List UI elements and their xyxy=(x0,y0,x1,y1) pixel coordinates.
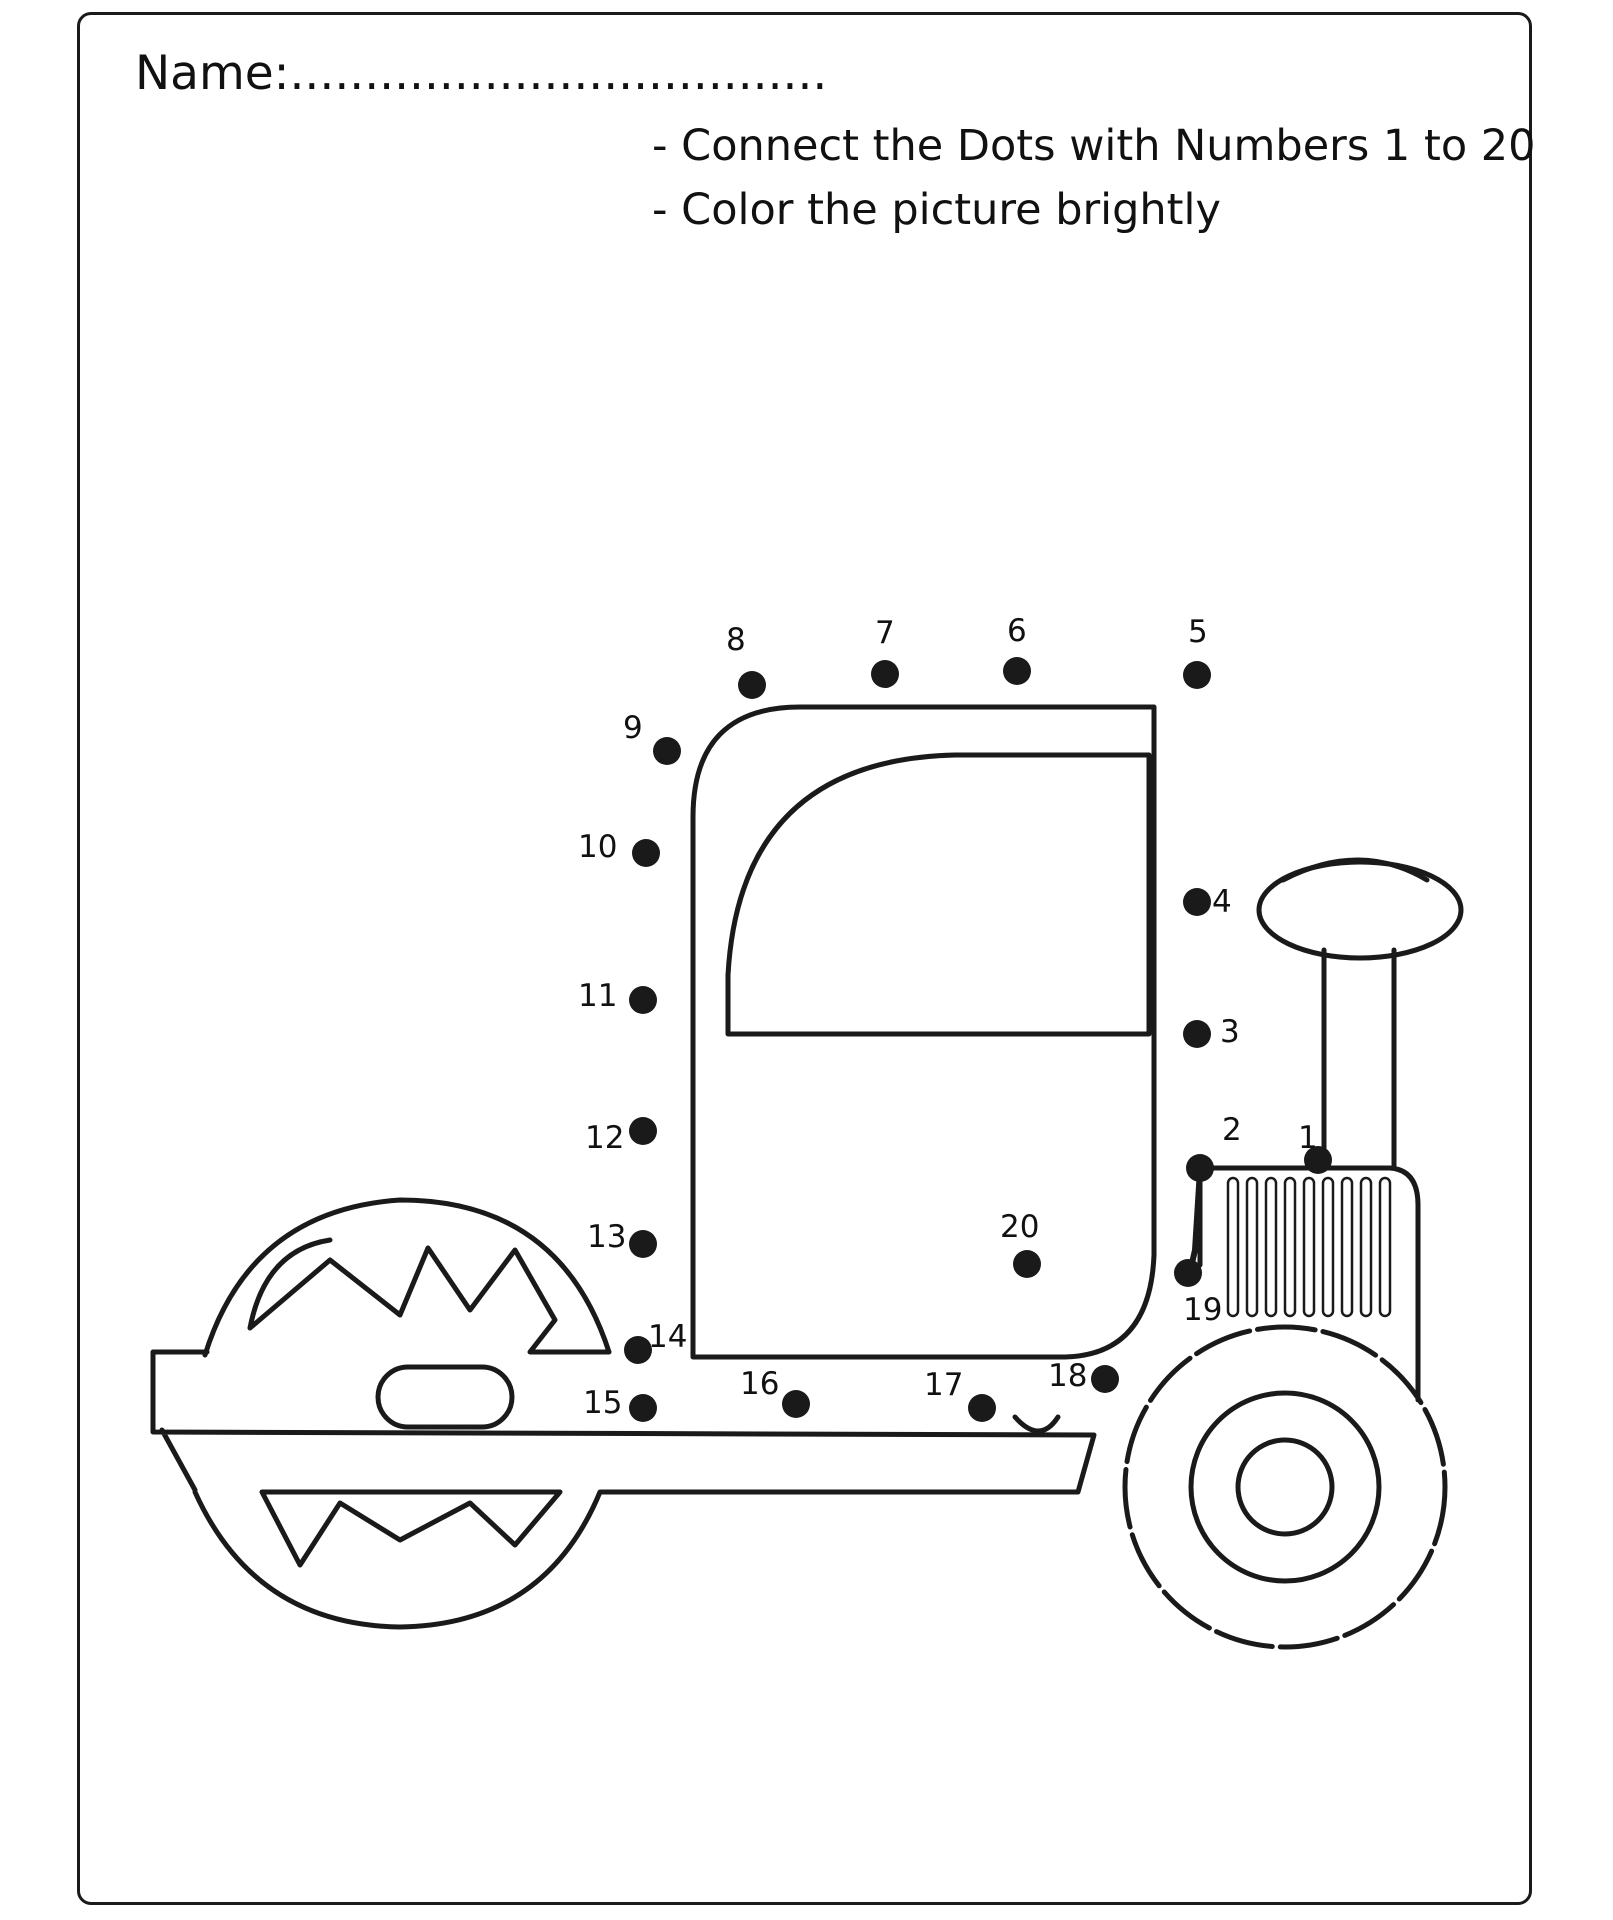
rear-wheel-axle xyxy=(1235,1437,1335,1537)
dot-label-10: 10 xyxy=(578,829,617,865)
dot-10 xyxy=(632,839,660,867)
dot-16 xyxy=(782,1390,810,1418)
dot-7 xyxy=(871,660,899,688)
dot-11 xyxy=(629,986,657,1014)
dot-label-15: 15 xyxy=(583,1385,622,1421)
dot-label-8: 8 xyxy=(726,622,746,658)
dot-label-16: 16 xyxy=(740,1366,779,1402)
dot-5 xyxy=(1183,661,1211,689)
dot-label-14: 14 xyxy=(648,1319,687,1355)
dot-label-3: 3 xyxy=(1220,1014,1240,1050)
rear-wheel-tire xyxy=(1122,1324,1448,1650)
instruction-color-picture: - Color the picture brightly xyxy=(652,185,1221,235)
roller-slot xyxy=(375,1364,515,1430)
dot-label-20: 20 xyxy=(1000,1209,1039,1245)
dot-14 xyxy=(624,1336,652,1364)
dot-18 xyxy=(1091,1365,1119,1393)
dot-8 xyxy=(738,671,766,699)
dot-13 xyxy=(629,1230,657,1258)
dot-4 xyxy=(1183,888,1211,916)
dot-19 xyxy=(1174,1259,1202,1287)
dot-6 xyxy=(1003,657,1031,685)
cab-outline xyxy=(690,704,1157,1360)
chassis xyxy=(150,1349,1097,1495)
chassis-hook xyxy=(1012,1414,1061,1434)
dot-12 xyxy=(629,1117,657,1145)
instruction-connect-dots: - Connect the Dots with Numbers 1 to 20 xyxy=(652,121,1536,171)
drum-roller-top xyxy=(202,1197,612,1358)
dot-label-2: 2 xyxy=(1222,1112,1242,1148)
dot-label-12: 12 xyxy=(585,1120,624,1156)
dot-label-4: 4 xyxy=(1212,884,1232,920)
dot-20 xyxy=(1013,1250,1041,1278)
exhaust-pipe xyxy=(1321,947,1397,1171)
dot-label-11: 11 xyxy=(578,978,617,1014)
drum-roller-bottom xyxy=(192,1489,603,1630)
dot-label-1: 1 xyxy=(1298,1120,1318,1156)
rear-wheel-hub xyxy=(1188,1390,1382,1584)
dot-label-7: 7 xyxy=(875,615,895,651)
dot-label-18: 18 xyxy=(1048,1358,1087,1394)
exhaust-cap-inner xyxy=(1280,857,1430,883)
dot-label-6: 6 xyxy=(1007,613,1027,649)
dot-label-17: 17 xyxy=(924,1367,963,1403)
dot-label-9: 9 xyxy=(623,710,643,746)
name-field-label: Name:...................................… xyxy=(135,46,828,101)
dot-3 xyxy=(1183,1020,1211,1048)
dot-9 xyxy=(653,737,681,765)
worksheet-border xyxy=(77,12,1532,1905)
dot-15 xyxy=(629,1394,657,1422)
engine-grille xyxy=(1226,1176,1392,1318)
dot-17 xyxy=(968,1394,996,1422)
dot-label-5: 5 xyxy=(1188,614,1208,650)
dot-2 xyxy=(1186,1154,1214,1182)
dot-1 xyxy=(1304,1146,1332,1174)
cab-window xyxy=(725,752,1152,1037)
dot-label-19: 19 xyxy=(1183,1292,1222,1328)
dot-label-13: 13 xyxy=(587,1219,626,1255)
